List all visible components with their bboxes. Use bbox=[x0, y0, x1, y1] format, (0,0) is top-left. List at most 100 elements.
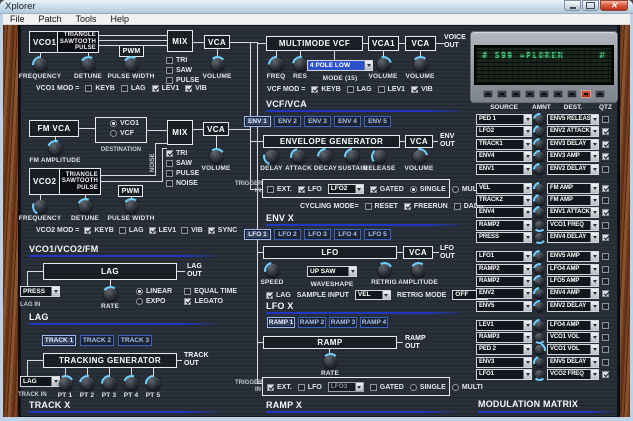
matrix-dest-dropdown[interactable]: VCO1 FREQ bbox=[547, 219, 599, 231]
control[interactable]: SAW bbox=[166, 160, 192, 167]
control[interactable]: SYNC bbox=[207, 227, 237, 234]
display-button[interactable] bbox=[553, 90, 563, 98]
checkbox[interactable] bbox=[297, 185, 305, 193]
qtz-checkbox[interactable] bbox=[602, 277, 609, 285]
speed-knob[interactable] bbox=[260, 258, 284, 283]
control[interactable]: EXPO bbox=[136, 298, 165, 305]
dropdown-arrow-icon[interactable] bbox=[590, 289, 598, 299]
checkbox[interactable] bbox=[185, 85, 193, 92]
control[interactable]: VCO2 MOD = bbox=[36, 227, 79, 234]
checkbox[interactable] bbox=[297, 383, 305, 391]
dropdown-arrow-icon[interactable] bbox=[523, 127, 531, 137]
checkbox[interactable] bbox=[453, 203, 461, 210]
matrix-amount-knob[interactable] bbox=[530, 191, 549, 210]
retrig-knob[interactable] bbox=[373, 260, 395, 281]
dropdown-arrow-icon[interactable] bbox=[590, 164, 598, 174]
matrix-source-dropdown[interactable]: LFO1 bbox=[476, 251, 532, 263]
checkbox[interactable] bbox=[166, 77, 173, 84]
dropdown-arrow-icon[interactable] bbox=[523, 152, 531, 162]
checkbox[interactable] bbox=[267, 383, 274, 391]
matrix-source-dropdown[interactable]: LEV1 bbox=[476, 319, 532, 331]
checkbox[interactable] bbox=[118, 227, 126, 234]
matrix-source-dropdown[interactable]: ENV4 bbox=[476, 151, 532, 163]
knob[interactable] bbox=[119, 372, 143, 395]
checkbox[interactable] bbox=[166, 160, 173, 167]
dropdown-arrow-icon[interactable] bbox=[590, 357, 598, 367]
tab[interactable]: LFO 2 bbox=[274, 229, 301, 240]
radio-button[interactable] bbox=[451, 185, 459, 193]
qtz-checkbox[interactable] bbox=[602, 346, 609, 354]
checkbox[interactable] bbox=[364, 203, 372, 210]
checkbox[interactable] bbox=[148, 227, 156, 234]
dropdown-arrow-icon[interactable] bbox=[523, 115, 531, 124]
dropdown-arrow-icon[interactable] bbox=[523, 357, 531, 367]
dropdown-arrow-icon[interactable] bbox=[590, 220, 598, 230]
display-button[interactable] bbox=[483, 90, 493, 98]
radio-button[interactable] bbox=[136, 288, 143, 295]
tab[interactable]: LFO 3 bbox=[304, 229, 331, 240]
tab[interactable]: RAMP 2 bbox=[298, 317, 326, 328]
matrix-source-dropdown[interactable]: RAMP2 bbox=[476, 263, 532, 275]
pulse-width-knob[interactable] bbox=[120, 54, 142, 75]
matrix-source-dropdown[interactable]: RAMP2 bbox=[476, 219, 532, 231]
dropdown-arrow-icon[interactable] bbox=[590, 345, 598, 355]
matrix-dest-dropdown[interactable]: ENV4 DELAY bbox=[547, 232, 599, 244]
dropdown-arrow-icon[interactable] bbox=[523, 233, 531, 243]
checkbox[interactable] bbox=[166, 57, 173, 64]
tab[interactable]: TRACK 1 bbox=[42, 335, 76, 346]
matrix-amount-knob[interactable] bbox=[530, 122, 549, 141]
control[interactable]: GATED bbox=[369, 383, 404, 391]
knob[interactable] bbox=[340, 144, 365, 169]
dropdown-arrow-icon[interactable] bbox=[523, 195, 531, 205]
titlebar[interactable]: Xplorer bbox=[0, 0, 633, 14]
dropdown-arrow-icon[interactable] bbox=[523, 301, 531, 311]
display-button[interactable] bbox=[595, 90, 605, 98]
matrix-source-dropdown[interactable]: ENV3 bbox=[476, 356, 532, 368]
tab[interactable]: ENV 1 bbox=[244, 116, 271, 127]
dropdown-arrow-icon[interactable] bbox=[523, 345, 531, 355]
dropdown-arrow-icon[interactable] bbox=[590, 139, 598, 149]
qtz-checkbox[interactable] bbox=[602, 165, 609, 173]
control[interactable]: VIB bbox=[181, 227, 203, 234]
checkbox[interactable] bbox=[267, 185, 274, 193]
matrix-source-dropdown[interactable]: ENV5 bbox=[476, 300, 532, 312]
minimize-button[interactable] bbox=[564, 0, 581, 11]
matrix-dest-dropdown[interactable]: ENV2 DELAY bbox=[547, 300, 599, 312]
rate-knob[interactable] bbox=[100, 284, 120, 305]
checkbox[interactable] bbox=[120, 85, 128, 92]
control[interactable]: LFO3 bbox=[327, 382, 364, 392]
lag-input-dropdown[interactable]: PRESS bbox=[20, 286, 60, 297]
control[interactable]: LEV1 bbox=[148, 227, 176, 234]
control[interactable]: SAMPLE INPUT bbox=[297, 292, 349, 299]
tab[interactable]: RAMP 4 bbox=[360, 317, 388, 328]
res-knob[interactable] bbox=[288, 52, 312, 77]
matrix-amount-knob[interactable] bbox=[530, 110, 549, 129]
control[interactable]: VIB bbox=[411, 86, 433, 93]
tab[interactable]: RAMP 3 bbox=[329, 317, 357, 328]
control[interactable]: LFO2 bbox=[327, 184, 364, 194]
control[interactable]: TRI bbox=[166, 57, 187, 64]
matrix-amount-knob[interactable] bbox=[530, 353, 549, 372]
matrix-amount-knob[interactable] bbox=[530, 341, 549, 359]
dropdown-arrow-icon[interactable] bbox=[523, 139, 531, 149]
matrix-source-dropdown[interactable]: VEL bbox=[476, 182, 532, 194]
dropdown-arrow-icon[interactable] bbox=[590, 208, 598, 218]
matrix-amount-knob[interactable] bbox=[530, 147, 549, 166]
volume-knob[interactable] bbox=[206, 146, 226, 167]
dropdown-arrow-icon[interactable] bbox=[590, 183, 598, 193]
control[interactable]: KEYB bbox=[84, 227, 114, 234]
dropdown-arrow-icon[interactable] bbox=[51, 287, 59, 296]
control[interactable]: SINGLE bbox=[409, 185, 446, 193]
dropdown-arrow-icon[interactable] bbox=[523, 264, 531, 274]
control[interactable]: LEV1 bbox=[377, 86, 405, 93]
tab[interactable]: ENV 2 bbox=[274, 116, 301, 127]
checkbox[interactable] bbox=[377, 86, 385, 93]
control[interactable]: LEGATO bbox=[184, 298, 223, 305]
matrix-amount-knob[interactable] bbox=[533, 218, 546, 232]
dropdown-arrow-icon[interactable] bbox=[381, 291, 390, 299]
tab[interactable]: ENV 5 bbox=[364, 116, 391, 127]
dropdown-arrow-icon[interactable] bbox=[590, 195, 598, 205]
dropdown-arrow-icon[interactable] bbox=[523, 183, 531, 193]
dropdown[interactable]: LFO2 bbox=[327, 184, 364, 194]
volume-knob[interactable] bbox=[207, 55, 227, 74]
